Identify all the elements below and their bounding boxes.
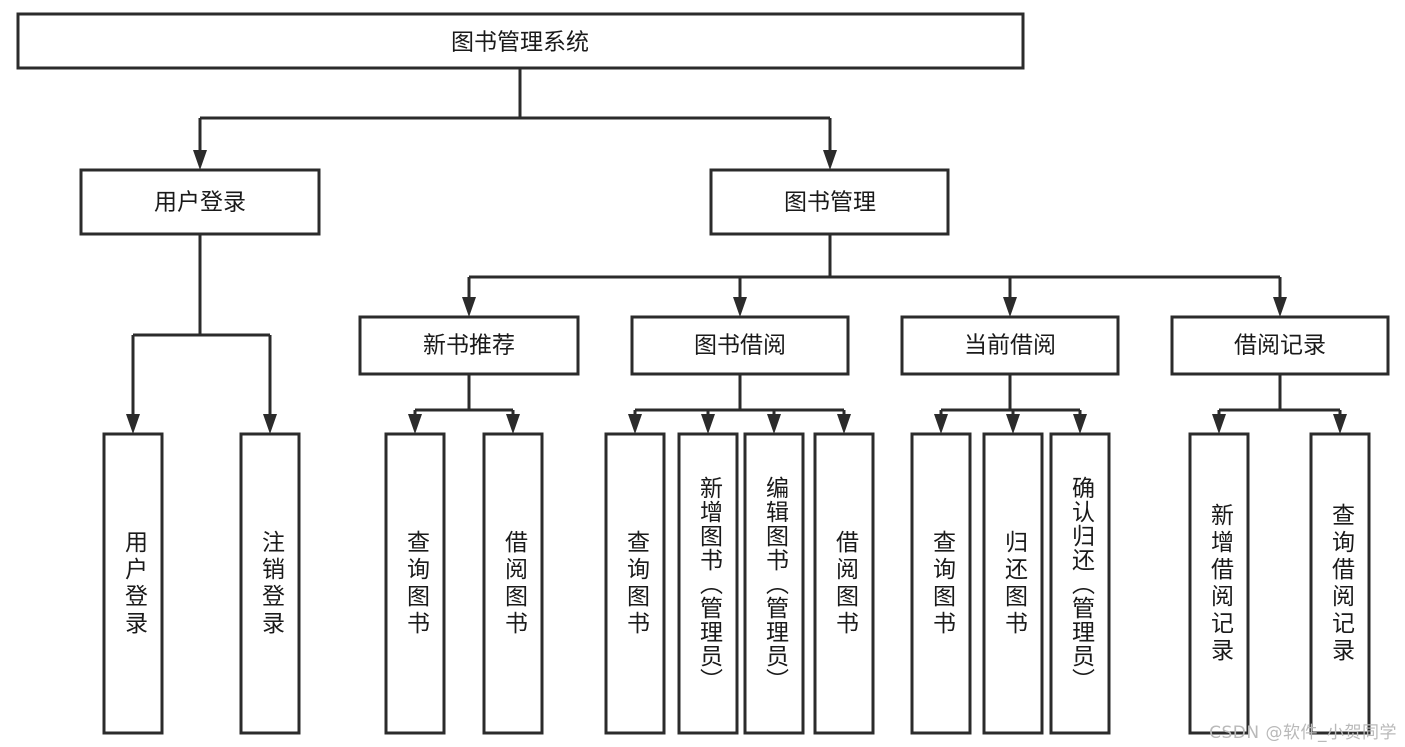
node-current-borrow-box	[900, 315, 1120, 376]
connector-group	[126, 68, 1347, 434]
csdn-watermark: CSDN @软件_小贺同学	[1209, 723, 1397, 743]
node-current-borrow-label: 当前借阅	[964, 333, 1056, 359]
leaf-box-add-book[interactable]	[677, 432, 739, 735]
leaf-box-query-book-2[interactable]	[604, 432, 666, 735]
node-new-book-recommend-label: 新书推荐	[423, 333, 515, 359]
arrow-record-c2	[1333, 414, 1347, 434]
node-borrow-record-label: 借阅记录	[1234, 333, 1326, 359]
arrow-login-leaf1	[126, 414, 140, 434]
arrow-to-login	[193, 150, 207, 170]
leaf-box-confirm-return[interactable]	[1049, 432, 1111, 735]
leaf-box-query-book-1[interactable]	[384, 432, 446, 735]
leaf-box-logout[interactable]	[239, 432, 301, 735]
node-book-management-label: 图书管理	[784, 190, 876, 216]
arrow-new-c2	[506, 414, 520, 434]
leaf-box-user-login[interactable]	[102, 432, 164, 735]
arrow-record-c1	[1212, 414, 1226, 434]
node-user-login-box	[79, 168, 321, 236]
leaf-box-borrow-book-2[interactable]	[813, 432, 875, 735]
arrow-new-c1	[408, 414, 422, 434]
leaf-box-return-book[interactable]	[982, 432, 1044, 735]
node-new-book-recommend[interactable]: 新书推荐	[358, 315, 580, 376]
node-borrow-record[interactable]: 借阅记录	[1170, 315, 1390, 376]
node-root-label: 图书管理系统	[451, 30, 589, 56]
arrow-borrow-c4	[837, 414, 851, 434]
arrow-to-books	[823, 150, 837, 170]
arrow-borrow-c2	[701, 414, 715, 434]
node-book-management[interactable]: 图书管理	[709, 168, 950, 236]
leaf-box-add-record[interactable]	[1188, 432, 1250, 735]
arrow-books-borrow	[733, 297, 747, 317]
node-book-borrow[interactable]: 图书借阅	[630, 315, 850, 376]
leaf-boxes	[102, 432, 1371, 735]
leaf-box-query-record[interactable]	[1309, 432, 1371, 735]
arrow-books-record	[1273, 297, 1287, 317]
node-book-borrow-label: 图书借阅	[694, 333, 786, 359]
arrow-borrow-c3	[767, 414, 781, 434]
arrow-login-leaf2	[263, 414, 277, 434]
node-user-login[interactable]: 用户登录	[79, 168, 321, 236]
arrow-books-current	[1003, 297, 1017, 317]
leaf-box-edit-book[interactable]	[743, 432, 805, 735]
node-new-book-recommend-box	[358, 315, 580, 376]
arrow-current-c1	[934, 414, 948, 434]
node-borrow-record-box	[1170, 315, 1390, 376]
arrow-current-c2	[1006, 414, 1020, 434]
node-book-management-box	[709, 168, 950, 236]
node-user-login-label: 用户登录	[154, 190, 246, 216]
node-current-borrow[interactable]: 当前借阅	[900, 315, 1120, 376]
arrow-current-c3	[1073, 414, 1087, 434]
node-root[interactable]: 图书管理系统	[16, 12, 1025, 70]
node-root-box	[16, 12, 1025, 70]
leaf-box-query-book-3[interactable]	[910, 432, 972, 735]
node-book-borrow-box	[630, 315, 850, 376]
arrow-books-new	[462, 297, 476, 317]
leaf-box-borrow-book-1[interactable]	[482, 432, 544, 735]
arrow-borrow-c1	[628, 414, 642, 434]
